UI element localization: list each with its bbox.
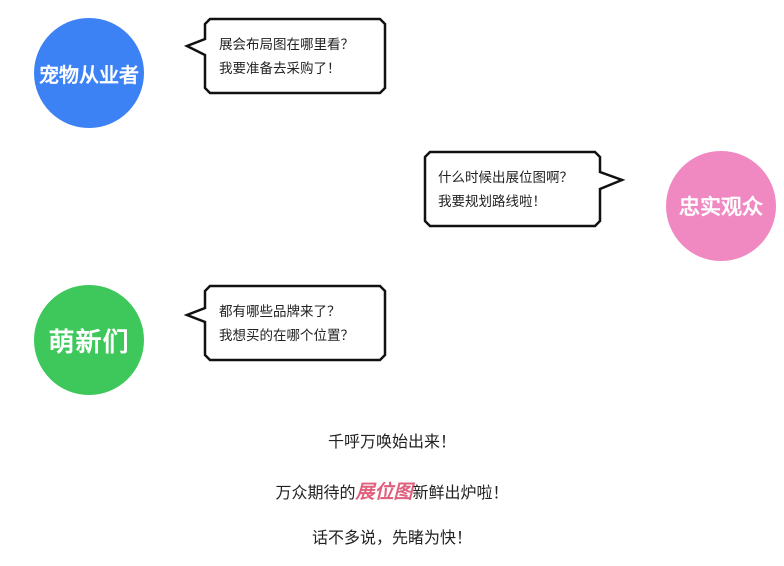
avatar-label: 忠实观众 <box>679 195 763 219</box>
speech-bubble-frame <box>183 284 387 362</box>
speech-bubble-frame <box>423 150 626 228</box>
bubble-line: 展会布局图在哪里看？ <box>219 37 354 53</box>
speech-bubble-frame <box>183 17 387 95</box>
avatar-label: 萌新们 <box>48 327 130 358</box>
caption-line: 万众期待的展位图新鲜出炉啦！ <box>0 477 784 504</box>
bubble-line: 我要准备去采购了！ <box>219 61 341 77</box>
caption-line: 千呼万唤始出来！ <box>327 432 456 451</box>
avatar-pet-professional: 宠物从业者 <box>34 18 144 128</box>
bubble-line: 都有哪些品牌来了？ <box>219 304 341 320</box>
caption-text: 万众期待的 <box>275 483 356 502</box>
avatar-loyal-audience: 忠实观众 <box>666 151 776 261</box>
bubble-line: 我想买的在哪个位置？ <box>219 328 354 344</box>
speech-bubble: 都有哪些品牌来了？ 我想买的在哪个位置？ <box>183 284 388 362</box>
speech-bubble: 展会布局图在哪里看？ 我要准备去采购了！ <box>183 17 388 95</box>
caption-highlight: 展位图 <box>355 481 413 503</box>
bubble-line: 什么时候出展位图啊？ <box>438 170 573 186</box>
avatar-label: 宠物从业者 <box>39 62 139 87</box>
bubble-line: 我要规划路线啦！ <box>438 194 546 210</box>
caption-line: 话不多说，先睹为快！ <box>311 528 472 547</box>
speech-bubble: 什么时候出展位图啊？ 我要规划路线啦！ <box>421 150 627 228</box>
avatar-newcomers: 萌新们 <box>34 285 144 395</box>
caption-text: 新鲜出炉啦！ <box>412 483 509 502</box>
